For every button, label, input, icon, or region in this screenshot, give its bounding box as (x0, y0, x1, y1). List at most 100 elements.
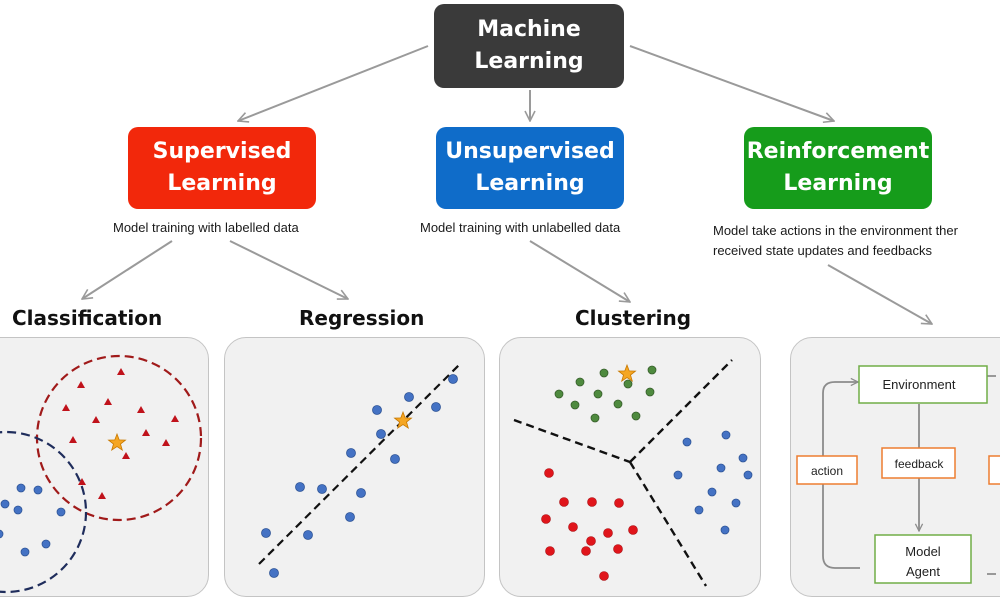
class-a-point (69, 436, 77, 443)
green-cluster-point (570, 400, 580, 410)
class-a-point (98, 492, 106, 499)
cluster-boundary (513, 418, 631, 464)
red-cluster-point (599, 571, 609, 581)
class-a-boundary (35, 354, 203, 522)
class-b-point (16, 483, 26, 493)
state-box (988, 455, 1000, 485)
regression-point (372, 405, 382, 415)
class-a-point (77, 381, 85, 388)
feedback-label: feedback (895, 457, 945, 471)
regression-point (431, 402, 441, 412)
red-cluster-point (568, 522, 578, 532)
class-a-point (171, 415, 179, 422)
reinforcement-description: Model take actions in the environment th… (713, 223, 958, 258)
regression-point (404, 392, 414, 402)
classification-panel (0, 337, 209, 597)
class-a-point (62, 404, 70, 411)
class-b-point (0, 529, 4, 539)
class-a-point (78, 478, 86, 485)
blue-cluster-point (716, 463, 726, 473)
regression-point (295, 482, 305, 492)
green-cluster-point (593, 389, 603, 399)
classification-heading: Classification (12, 306, 163, 330)
classification-plot (0, 354, 203, 594)
green-cluster-point (554, 389, 564, 399)
red-cluster-point (545, 546, 555, 556)
clustering-heading: Clustering (575, 306, 692, 330)
blue-cluster-point (731, 498, 741, 508)
arrow-to-regression (229, 240, 348, 300)
regression-point (261, 528, 271, 538)
action-label: action (811, 464, 843, 478)
green-cluster-point (613, 399, 623, 409)
green-cluster-point (599, 368, 609, 378)
class-b-point (41, 539, 51, 549)
blue-cluster-point (707, 487, 717, 497)
reinforcement-loop-diagram: Environment Model Agent action feedback (796, 365, 1000, 584)
agent-label-line-1: Model (905, 544, 941, 559)
class-b-point (56, 507, 66, 517)
arrow-to-reinforcement (629, 45, 834, 121)
environment-box (858, 365, 988, 404)
cluster-boundary (628, 461, 708, 587)
green-cluster-point (645, 387, 655, 397)
arrow-to-clustering (529, 240, 630, 302)
class-a-point (92, 416, 100, 423)
class-b-boundary (0, 430, 88, 594)
regression-point (317, 484, 327, 494)
blue-cluster-point (721, 430, 731, 440)
class-a-point (104, 398, 112, 405)
regression-plot (258, 363, 461, 578)
blue-cluster-point (738, 453, 748, 463)
supervised-learning-box: Supervised Learning (128, 127, 316, 209)
class-b-point (0, 499, 10, 509)
class-a-point (117, 368, 125, 375)
agent-label-line-2: Agent (906, 564, 940, 579)
unsupervised-learning-box: Unsupervised Learning (436, 127, 624, 209)
agent-box (874, 534, 972, 584)
green-cluster-point (575, 377, 585, 387)
arrow-to-classification (82, 240, 173, 299)
red-cluster-point (603, 528, 613, 538)
regression-point (376, 429, 386, 439)
red-cluster-point (628, 525, 638, 535)
reinforcement-learning-box: Reinforcement Learning (744, 127, 932, 209)
classification-query-star (107, 432, 127, 452)
regression-point (269, 568, 279, 578)
regression-panel (224, 337, 485, 597)
feedback-box (881, 447, 956, 479)
red-cluster-point (614, 498, 624, 508)
machine-learning-box: Machine Learning (434, 4, 624, 88)
arrow-to-supervised (238, 45, 429, 121)
regression-point (356, 488, 366, 498)
regression-point (346, 448, 356, 458)
blue-cluster-point (673, 470, 683, 480)
supervised-description: Model training with labelled data (113, 220, 299, 235)
regression-heading: Regression (299, 306, 425, 330)
red-cluster-point (559, 497, 569, 507)
regression-point (448, 374, 458, 384)
clustering-query-star (617, 363, 637, 383)
green-cluster-point (631, 411, 641, 421)
class-a-point (137, 406, 145, 413)
cluster-boundary (629, 359, 733, 463)
green-cluster-point (590, 413, 600, 423)
clustering-panel (499, 337, 761, 597)
class-b-point (13, 505, 23, 515)
blue-cluster-point (720, 525, 730, 535)
green-cluster-point (623, 379, 633, 389)
red-cluster-point (581, 546, 591, 556)
class-b-point (20, 547, 30, 557)
environment-label: Environment (883, 377, 956, 392)
regression-point (390, 454, 400, 464)
clustering-plot (513, 359, 753, 587)
class-a-point (162, 439, 170, 446)
blue-cluster-point (694, 505, 704, 515)
reinforcement-loop-panel: Environment Model Agent action feedback (790, 337, 1000, 597)
red-cluster-point (541, 514, 551, 524)
action-box (796, 455, 858, 485)
regression-query-star (393, 410, 413, 430)
regression-line (258, 363, 461, 565)
class-b-point (33, 485, 43, 495)
